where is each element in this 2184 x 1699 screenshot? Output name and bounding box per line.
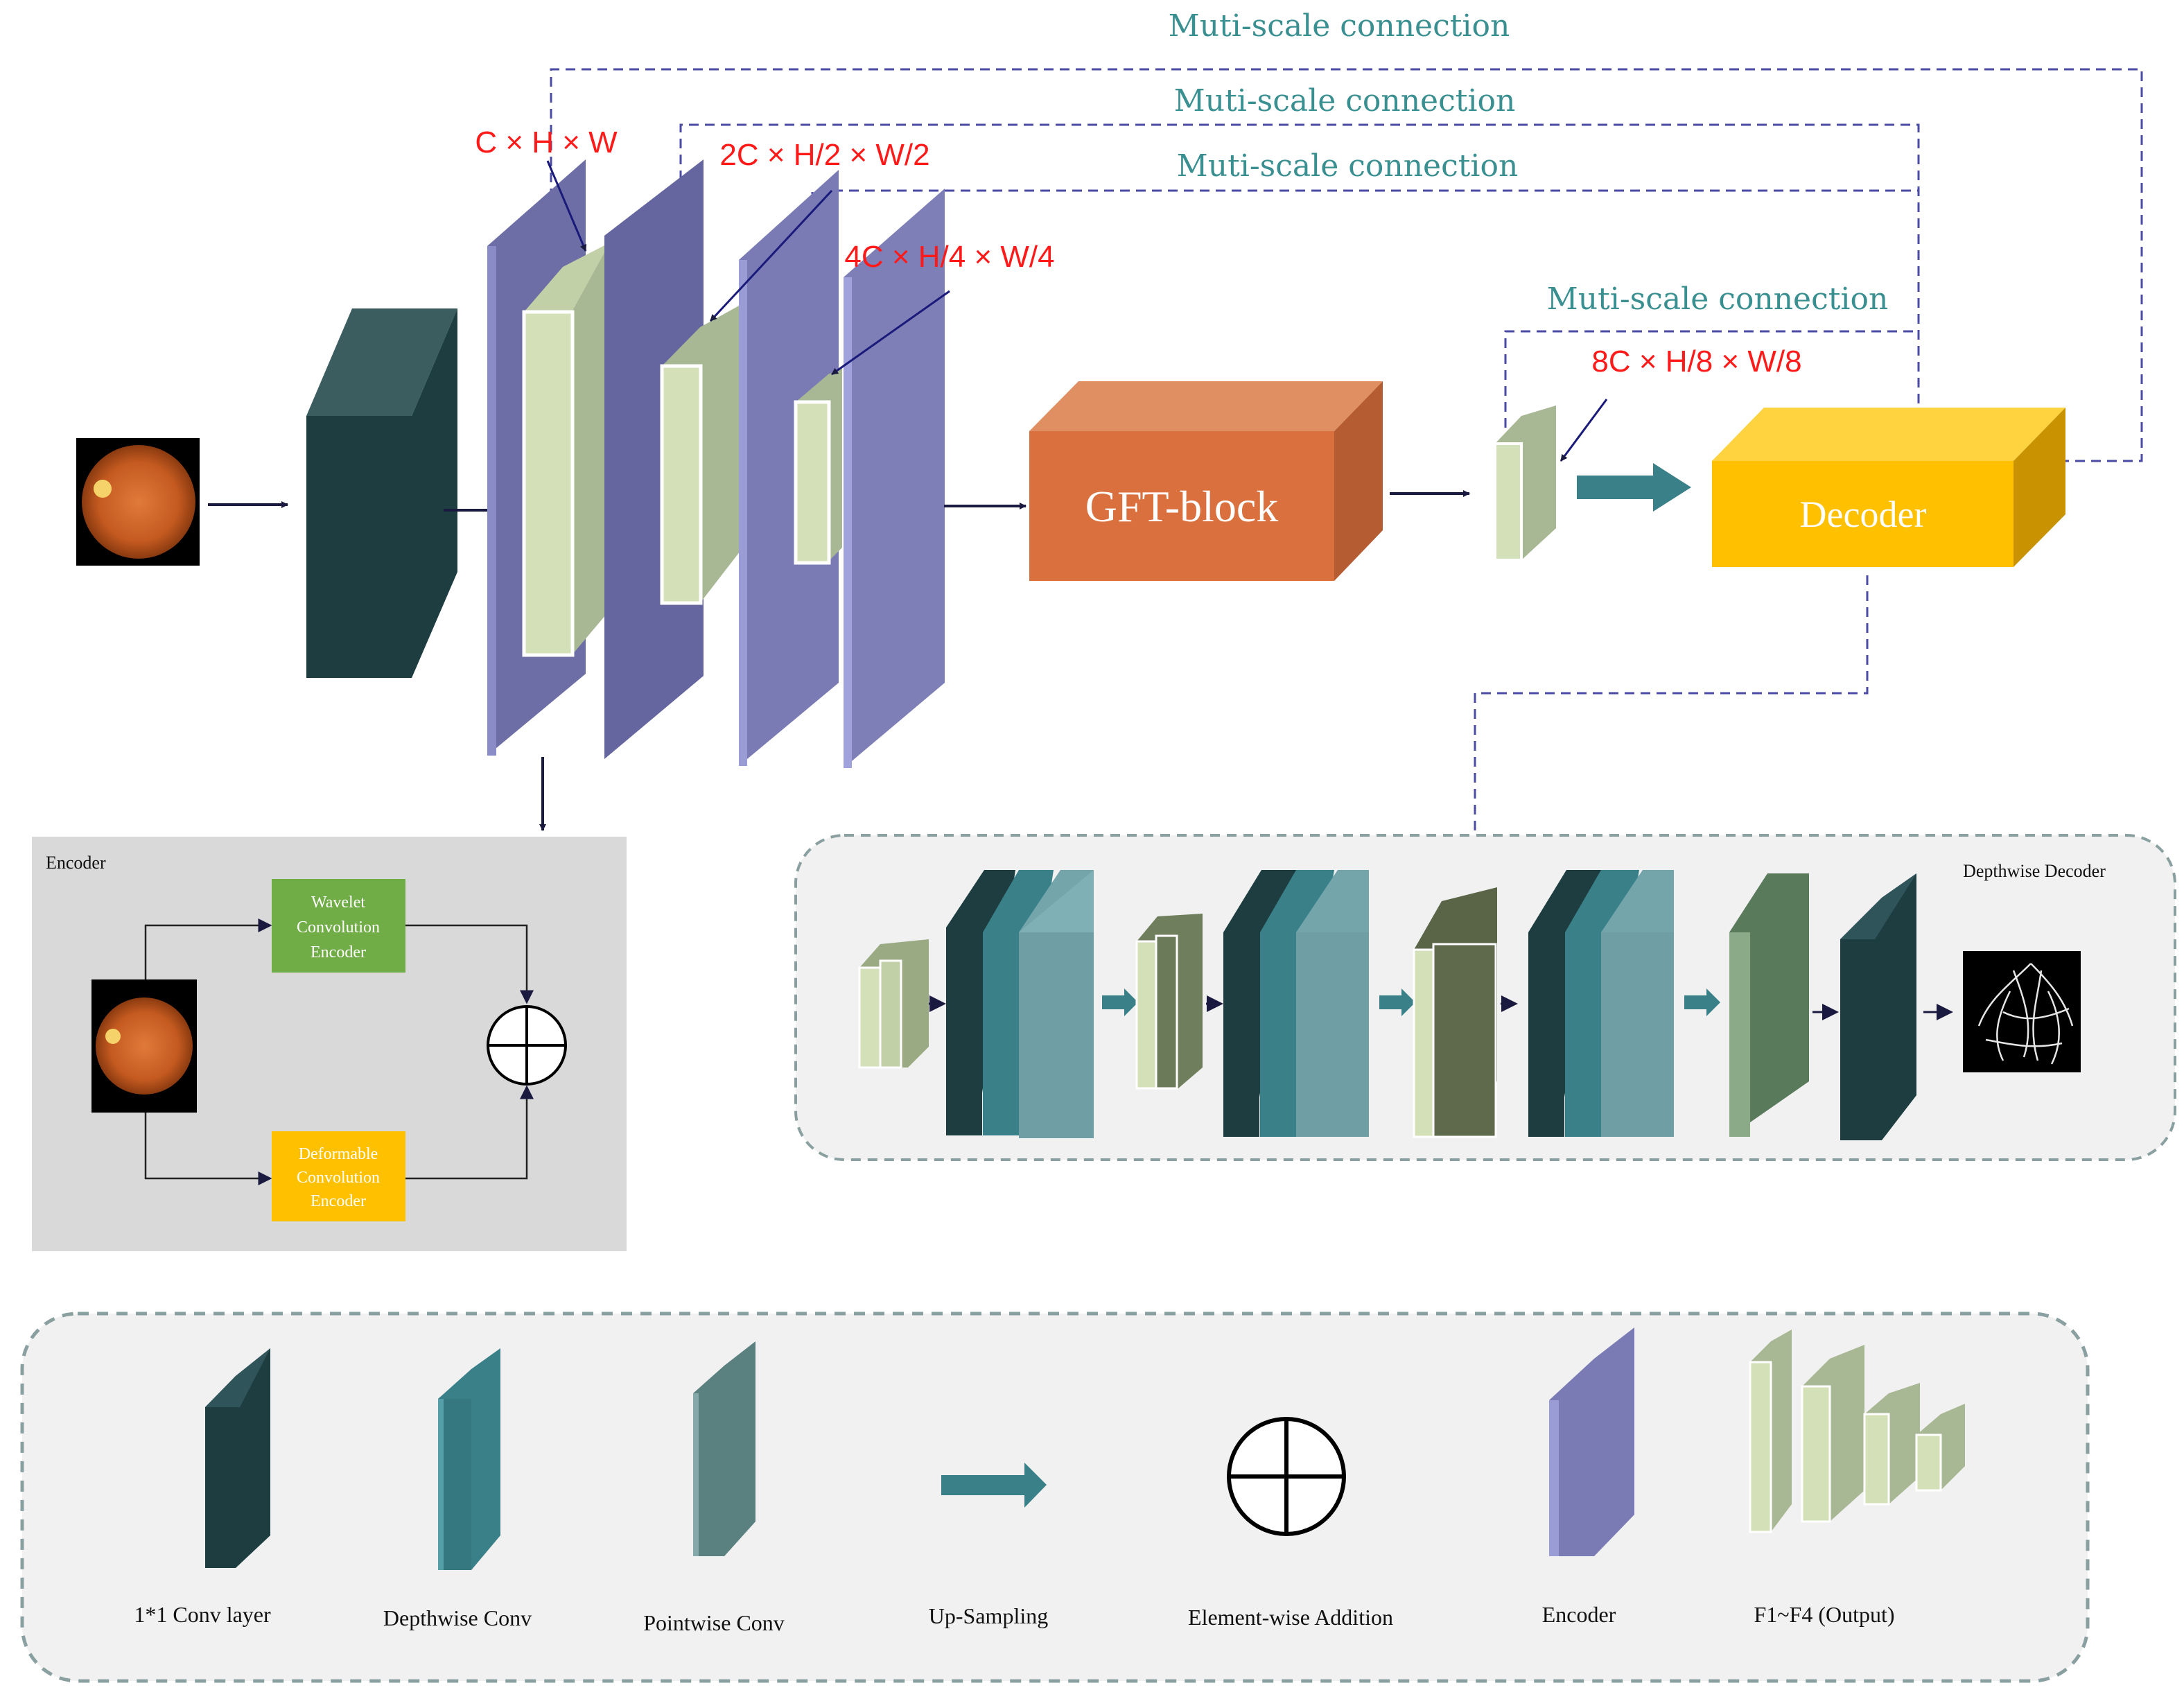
encoder-stage-2	[739, 170, 839, 766]
bottleneck-feature-map	[1494, 406, 1556, 561]
connection-label-2: Muti-scale connection	[1174, 83, 1516, 119]
svg-text:Deformable: Deformable	[299, 1145, 378, 1163]
depthwise-decoder-panel: Depthwise Decoder	[794, 834, 2176, 1161]
legend-depthwise-label: Depthwise Conv	[383, 1605, 532, 1630]
encoder-detail-panel: Encoder Wavelet Convolution Encoder Defo…	[32, 837, 627, 1251]
legend-addition-label: Element-wise Addition	[1188, 1605, 1393, 1630]
deformable-convolution-encoder: Deformable Convolution Encoder	[272, 1131, 405, 1221]
dim-arrow-1	[546, 160, 587, 252]
connection-label-3: Muti-scale connection	[1177, 148, 1519, 184]
svg-text:Convolution: Convolution	[297, 918, 380, 936]
svg-text:Wavelet: Wavelet	[311, 894, 365, 912]
encoder-stage-1b	[604, 159, 704, 759]
dd-up-arrow-3	[1684, 988, 1720, 1016]
wavelet-to-add-line	[405, 924, 534, 1004]
depthwise-decoder-title: Depthwise Decoder	[1963, 861, 2106, 881]
encoder-stage-3	[844, 189, 945, 768]
dd-conv-stack-3	[1528, 870, 1674, 1137]
deformable-to-add-line	[405, 1085, 534, 1180]
branch-line-bottom	[144, 1113, 272, 1185]
feature-map-f2	[660, 305, 740, 605]
branch-line-top	[144, 918, 272, 979]
dim-label-c: C × H × W	[475, 125, 618, 159]
dim-arrow-2	[709, 189, 833, 322]
connection-label-4: Muti-scale connection	[1547, 281, 1889, 317]
encoder-detail-title: Encoder	[46, 853, 106, 873]
legend-output-label: F1~F4 (Output)	[1754, 1602, 1894, 1627]
feature-map-f1	[522, 243, 610, 657]
dd-up-arrow-1	[1102, 988, 1138, 1016]
legend-conv-1x1-icon	[205, 1348, 270, 1568]
legend-up-sampling-label: Up-Sampling	[929, 1603, 1048, 1628]
gft-block-label: GFT-block	[1085, 482, 1279, 531]
dim-label-4c: 4C × H/4 × W/4	[844, 240, 1054, 274]
decoder-label: Decoder	[1800, 494, 1927, 535]
wavelet-convolution-encoder: Wavelet Convolution Encoder	[272, 879, 405, 973]
dim-label-8c: 8C × H/8 × W/8	[1591, 345, 1801, 378]
dd-conv-stack-2	[1223, 870, 1369, 1137]
decoder-block: Decoder	[1712, 408, 2065, 567]
up-sampling-arrow	[1577, 463, 1691, 512]
legend-pointwise-icon	[693, 1341, 755, 1556]
dim-arrow-4	[1560, 399, 1608, 462]
dd-conv-stack-1	[946, 870, 1094, 1138]
connection-label-1: Muti-scale connection	[1169, 8, 1510, 44]
legend-encoder-label: Encoder	[1542, 1602, 1616, 1627]
legend-addition-icon	[1227, 1417, 1346, 1536]
dd-up-arrow-2	[1379, 988, 1415, 1016]
legend-conv-1x1-label: 1*1 Conv layer	[134, 1602, 271, 1627]
gft-block: GFT-block	[1029, 381, 1383, 581]
dim-arrow-3	[831, 290, 950, 376]
input-fundus-image	[76, 438, 200, 566]
dd-final-feature	[1729, 873, 1809, 1137]
segmentation-output-image	[1963, 951, 2081, 1072]
element-wise-addition-icon	[487, 1005, 567, 1086]
legend-pointwise-label: Pointwise Conv	[643, 1610, 785, 1635]
dd-feature-3	[1413, 887, 1497, 1138]
svg-text:Encoder: Encoder	[311, 943, 366, 961]
legend-output-features-icon	[1749, 1330, 1965, 1533]
feature-map-f3	[794, 367, 842, 565]
legend-panel: 1*1 Conv layer Depthwise Conv Pointwise …	[20, 1312, 2090, 1683]
dim-label-2c: 2C × H/2 × W/2	[719, 138, 929, 172]
legend-depthwise-icon	[438, 1348, 500, 1570]
legend-up-sampling-icon	[941, 1463, 1047, 1508]
dd-feature-2	[1135, 914, 1203, 1090]
dd-feature-1	[858, 939, 929, 1069]
svg-text:Convolution: Convolution	[297, 1169, 380, 1187]
svg-text:Encoder: Encoder	[311, 1192, 366, 1210]
dd-final-conv	[1840, 873, 1916, 1140]
legend-encoder-icon	[1549, 1327, 1634, 1556]
first-conv-layer	[306, 308, 457, 678]
encoder-detail-input-image	[91, 979, 197, 1113]
